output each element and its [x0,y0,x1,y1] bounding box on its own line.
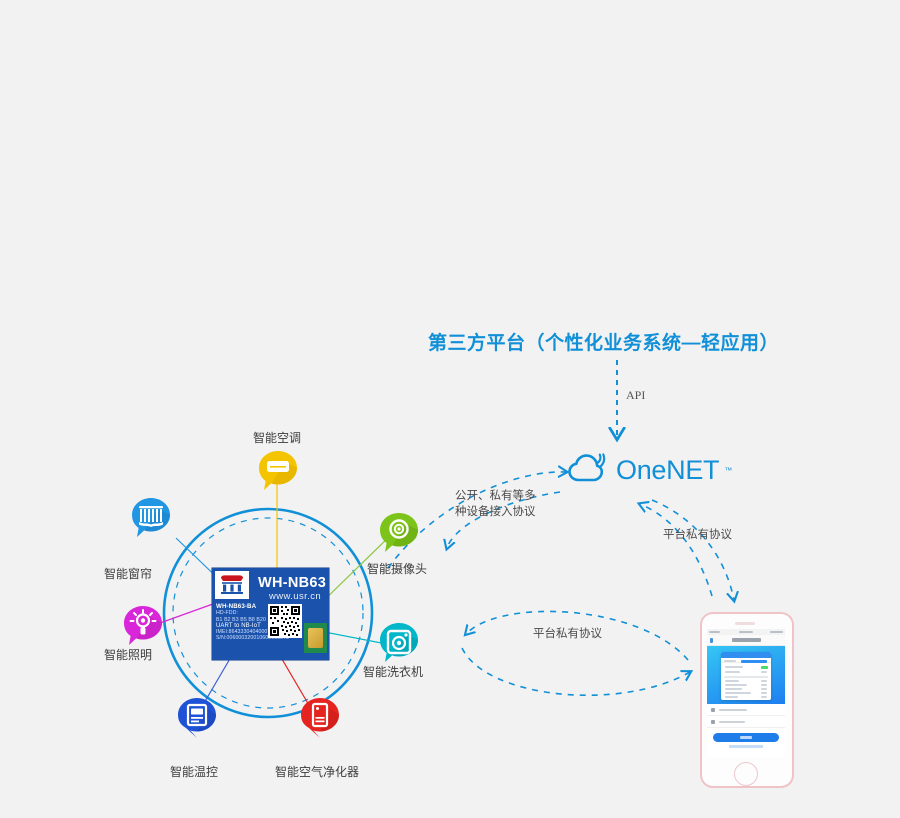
device-label-thermostat: 智能温控 [170,765,219,779]
camera-icon [389,519,409,539]
phone-input-password[interactable] [707,716,785,728]
air-purifier-icon [311,702,329,728]
device-label-air-conditioner: 智能空调 [253,431,302,445]
curtain-icon [139,506,163,527]
flow-phone-to-module [466,610,689,661]
phone-confirm-button[interactable] [713,733,779,742]
phone-status-bar [707,629,785,635]
phone-hero-banner [707,646,785,704]
device-ring-inner [172,517,364,709]
spec-line-fdd: HD-FDD: [216,610,239,617]
air-conditioner-icon [267,461,289,472]
phone-home-button[interactable] [734,762,758,786]
washing-machine-icon [386,629,412,655]
wh-nb63-module[interactable]: WH-NB63 www.usr.cn WH-NB63-BA HD-FDD: B1… [212,568,329,660]
spec-line-imei: IMEI:864333040400075 [216,629,274,636]
caption-platform-protocol-right: 平台私有协议 [663,529,732,541]
caption-platform-protocol-bottom: 平台私有协议 [533,628,602,640]
flow-cloud-to-phone [651,499,734,600]
phone-nav-bar [707,635,785,646]
phone-screen[interactable] [707,629,785,757]
spec-line-sn: S/N:006000320010600065272 [216,635,290,642]
module-model-name: WH-NB63 [258,575,327,591]
phone-help-link[interactable] [729,745,763,748]
device-bubble-washing-machine[interactable] [376,620,420,664]
smartphone-mockup[interactable] [700,612,794,788]
device-bubble-thermostat[interactable] [174,692,218,738]
flow-phone-to-cloud [640,504,713,597]
phone-speaker [735,622,755,625]
module-url: www.usr.cn [269,591,322,602]
device-label-washing-machine: 智能洗衣机 [363,665,424,679]
device-label-camera: 智能摄像头 [367,562,428,576]
device-label-lighting: 智能照明 [104,648,153,662]
flow-module-to-phone [461,647,690,697]
api-label: API [626,388,646,402]
device-bubble-camera[interactable] [376,510,420,554]
flow-cloud-to-device [447,491,561,548]
trademark-symbol: ™ [724,466,733,475]
device-label-air-purifier: 智能空气净化器 [275,765,360,779]
device-label-curtain: 智能窗帘 [104,567,153,581]
spec-line-model: WH-NB63-BA [216,603,257,610]
qr-code-icon [268,604,302,638]
caption-line-1: 公开、私有等多 [455,490,536,502]
device-bubble-air-purifier[interactable] [297,692,341,738]
cloud-signal-icon [568,452,612,489]
caption-device-protocols: 公开、私有等多 种设备接入协议 [455,488,536,520]
caption-line-2: 种设备接入协议 [455,506,536,518]
phone-input-ssid[interactable] [707,704,785,716]
onenet-wordmark: OneNET [616,455,720,485]
spec-line-interface: UART to NB-IoT [216,622,261,629]
antenna-pad [304,623,327,653]
device-ring-outer [162,507,374,719]
spec-line-bands: B1 B2 B3 B5 B8 B20 [216,616,266,623]
device-bubble-lighting[interactable] [120,603,164,647]
device-bubble-curtain[interactable] [128,495,172,539]
bulb-icon [129,609,157,635]
device-bubble-air-conditioner[interactable] [255,448,299,492]
phone-device-list-card [721,652,771,700]
usr-logo-icon [215,571,249,599]
onenet-logo[interactable]: OneNET ™ [568,452,732,489]
thermostat-icon [186,703,208,727]
module-spec-block: WH-NB63-BA HD-FDD: B1 B2 B3 B5 B8 B20 UA… [216,603,290,642]
page-title: 第三方平台（个性化业务系统—轻应用） [428,333,780,354]
